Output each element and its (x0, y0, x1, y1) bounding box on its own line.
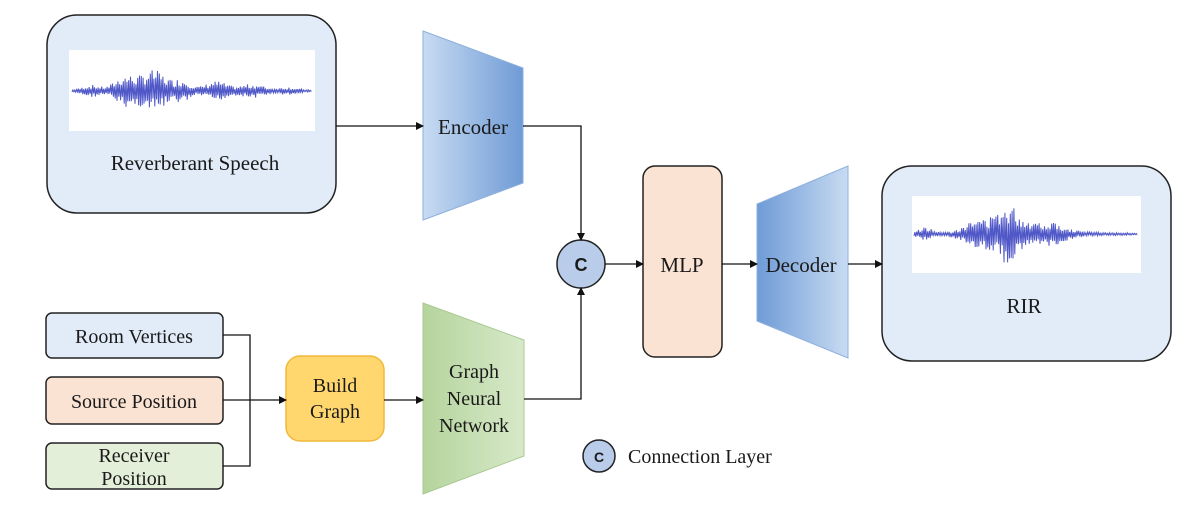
receiver-position-label-line2: Position (101, 468, 167, 490)
legend: C Connection Layer (582, 439, 772, 473)
encoder-label: Encoder (438, 115, 508, 139)
decoder-block: Decoder (756, 165, 849, 359)
gnn-label-line3: Network (439, 415, 509, 437)
legend-symbol: C (594, 449, 604, 465)
connection-node: C (556, 239, 606, 289)
rir-panel: RIR (881, 165, 1172, 362)
room-vertices-label: Room Vertices (75, 326, 193, 348)
legend-connection-icon (582, 439, 616, 473)
connectors (223, 122, 883, 467)
gnn-label-line1: Graph (449, 361, 499, 383)
receiver-position-label-line1: Receiver (98, 445, 169, 467)
source-position-box: Source Position (45, 376, 224, 425)
room-vertices-box: Room Vertices (45, 312, 224, 359)
gnn-label-line2: Neural (447, 388, 502, 410)
encoder-block: Encoder (422, 30, 524, 221)
receiver-position-box: Receiver Position (45, 442, 224, 490)
connection-symbol: C (575, 255, 588, 275)
reverberant-speech-panel: Reverberant Speech (46, 14, 337, 214)
build-graph-label-line1: Build (313, 375, 357, 397)
decoder-label: Decoder (765, 253, 836, 277)
mlp-label: MLP (660, 253, 703, 277)
gnn-block: Graph Neural Network (422, 302, 525, 495)
reverberant-speech-label: Reverberant Speech (111, 151, 280, 175)
arrow-gnn-to-connection (524, 287, 585, 400)
arrow-encoder-to-connection (523, 125, 585, 241)
build-graph-label-line2: Graph (310, 401, 360, 423)
mlp-block: MLP (642, 165, 723, 358)
source-position-label: Source Position (71, 391, 197, 413)
build-graph-box: Build Graph (285, 355, 385, 442)
speech-waveform (71, 70, 312, 108)
legend-label: Connection Layer (628, 446, 772, 468)
rir-waveform (913, 208, 1138, 263)
rir-label: RIR (1006, 294, 1041, 318)
